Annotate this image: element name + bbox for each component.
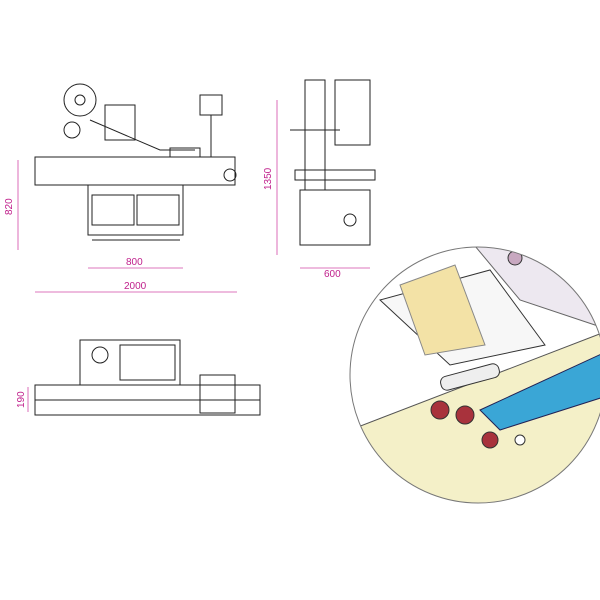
dim-2000: 2000 bbox=[124, 281, 147, 292]
detail-view bbox=[350, 247, 600, 503]
labeling-head bbox=[104, 104, 136, 141]
base-plate bbox=[350, 329, 600, 503]
top-dimensions: 190 bbox=[16, 387, 29, 412]
conveyor-frame bbox=[34, 156, 236, 186]
dim-600: 600 bbox=[324, 269, 341, 280]
top-view bbox=[34, 339, 261, 416]
label-sheet bbox=[399, 264, 486, 356]
label-roll bbox=[63, 83, 97, 117]
detail-circle bbox=[349, 246, 600, 504]
cabinet-door-left bbox=[91, 194, 135, 226]
roller bbox=[430, 400, 450, 420]
front-view bbox=[34, 83, 237, 241]
cabinet-door-right bbox=[136, 194, 180, 226]
side-cabinet bbox=[299, 189, 371, 246]
front-dimensions: 820 800 2000 bbox=[4, 160, 237, 293]
dim-800: 800 bbox=[126, 257, 143, 268]
dim-190: 190 bbox=[16, 391, 27, 408]
side-dimensions: 1350 600 bbox=[263, 100, 370, 280]
dim-1350: 1350 bbox=[263, 167, 274, 190]
conveyor-belt bbox=[479, 349, 600, 431]
side-labeling-head bbox=[334, 79, 371, 146]
control-screen bbox=[199, 94, 223, 116]
side-view bbox=[290, 79, 376, 246]
dim-820: 820 bbox=[4, 198, 15, 215]
base-cabinet bbox=[87, 184, 184, 236]
